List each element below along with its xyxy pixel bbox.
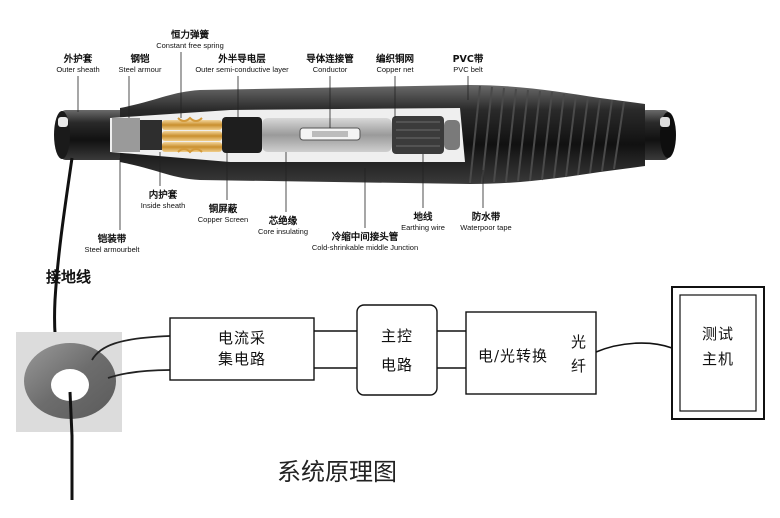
label-semi-conductive-cn: 外半导电层 bbox=[217, 53, 266, 65]
constant-force-spring bbox=[177, 116, 203, 154]
block-eo-converter-label: 电/光转换 bbox=[478, 347, 548, 365]
block-main-control-line1: 主控 bbox=[381, 327, 413, 345]
label-spring-en: Constant free spring bbox=[156, 41, 224, 50]
label-core-insulating-en: Core insulating bbox=[258, 227, 308, 236]
cable-joint-illustration bbox=[54, 85, 676, 184]
label-armourbelt-en: Steel armourbelt bbox=[84, 245, 140, 254]
semi-conductive-layer bbox=[222, 117, 262, 153]
label-outer-sheath-cn: 外护套 bbox=[63, 53, 93, 65]
block-eo-converter bbox=[465, 311, 597, 395]
block-current-acquisition bbox=[169, 317, 315, 381]
label-copper-screen-cn: 铜屏蔽 bbox=[209, 203, 238, 215]
label-earthing-wire-en: Earthing wire bbox=[401, 223, 445, 232]
inside-sheath-layer bbox=[140, 120, 162, 150]
right-cable-highlight bbox=[660, 117, 670, 127]
label-copper-net-en: Copper net bbox=[376, 65, 414, 74]
block-current-acquisition-line2: 集电路 bbox=[218, 350, 266, 368]
current-transformer bbox=[16, 332, 171, 432]
optical-fiber-link bbox=[595, 342, 673, 353]
diagram-title: 系统原理图 bbox=[277, 458, 397, 486]
label-inside-sheath-en: Inside sheath bbox=[141, 201, 186, 210]
block-main-control-line2: 电路 bbox=[381, 356, 413, 374]
block-test-host-inner bbox=[679, 294, 757, 412]
label-copper-net-cn: 编织铜网 bbox=[376, 53, 414, 65]
label-outer-sheath-en: Outer sheath bbox=[56, 65, 99, 74]
label-conductor-en: Conductor bbox=[313, 65, 348, 74]
ct-ring-inner bbox=[51, 369, 89, 401]
label-pvc-belt-cn: PVC带 bbox=[453, 53, 484, 65]
label-steel-armour-cn: 钢铠 bbox=[130, 53, 150, 65]
label-cold-shrink-en: Cold-shrinkable middle Junction bbox=[312, 243, 418, 252]
conductor-core bbox=[312, 131, 348, 137]
label-semi-conductive-en: Outer semi-conductive layer bbox=[195, 65, 289, 74]
left-cable-highlight bbox=[58, 117, 68, 127]
block-test-host-line1: 测试 bbox=[702, 325, 734, 343]
copper-screen-core-2 bbox=[162, 131, 222, 141]
block-main-control bbox=[356, 304, 438, 396]
label-waterproof-tape-cn: 防水带 bbox=[472, 211, 501, 223]
ground-wire-label: 接地线 bbox=[46, 268, 91, 286]
copper-screen-core-3 bbox=[162, 142, 222, 152]
waterproof-tape-ribs bbox=[469, 85, 625, 184]
label-armourbelt-cn: 铠装带 bbox=[97, 233, 127, 245]
steel-armour-layer bbox=[112, 118, 140, 152]
ground-wire-through-ct bbox=[68, 391, 74, 437]
block-test-host-line2: 主机 bbox=[702, 350, 734, 368]
label-earthing-wire-cn: 地线 bbox=[413, 211, 433, 223]
copper-screen-core-1 bbox=[162, 120, 222, 130]
fiber-label-line1: 光 bbox=[571, 333, 587, 351]
label-inside-sheath-cn: 内护套 bbox=[149, 189, 178, 201]
label-core-insulating-cn: 芯绝缘 bbox=[269, 215, 298, 227]
label-copper-screen-en: Copper Screen bbox=[198, 215, 248, 224]
earthing-wire-stub bbox=[444, 120, 460, 150]
ct-lead-bottom bbox=[107, 369, 171, 379]
label-cold-shrink-cn: 冷缩中间接头管 bbox=[332, 231, 399, 243]
label-conductor-cn: 导体连接管 bbox=[306, 53, 354, 65]
copper-net-strands bbox=[396, 121, 440, 147]
label-steel-armour-en: Steel armour bbox=[119, 65, 162, 74]
label-leader-lines bbox=[77, 52, 484, 230]
fiber-label-line2: 纤 bbox=[571, 357, 587, 375]
label-spring-cn: 恒力弹簧 bbox=[171, 29, 210, 41]
copper-net-layer bbox=[392, 116, 444, 154]
ct-lead-top bbox=[91, 335, 171, 361]
label-waterproof-tape-en: Waterpoor tape bbox=[460, 223, 511, 232]
block-current-acquisition-line1: 电流采 bbox=[218, 329, 266, 347]
label-pvc-belt-en: PVC belt bbox=[453, 65, 484, 74]
